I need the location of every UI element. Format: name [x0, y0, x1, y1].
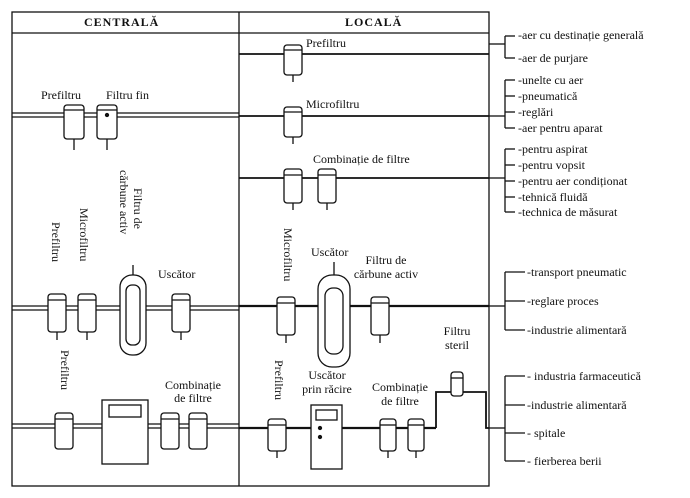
carbon-filter-icon — [370, 296, 390, 343]
local-sterile-filter-label-2: steril — [445, 338, 469, 352]
filter-icon — [283, 168, 303, 210]
local-carbon-filter-label-2: cărbune activ — [353, 267, 419, 281]
filter-icon — [407, 418, 425, 458]
local-combination-label: Combinație de filtre — [313, 152, 410, 166]
central-microfilter-label: Microfiltru — [77, 208, 91, 262]
local-prefilter-label: Prefiltru — [306, 36, 346, 50]
central-combination-label-1: Combinație — [165, 378, 221, 392]
central-fine-filter-label: Filtru fin — [106, 88, 150, 102]
refrigeration-dryer-icon — [310, 404, 343, 470]
local-prefilter-label: Prefiltru — [272, 360, 286, 400]
filter-icon — [47, 293, 67, 340]
carbon-filter-icon — [119, 265, 147, 356]
central-header: CENTRALĂ — [84, 15, 160, 29]
app-item: - spitale — [527, 426, 566, 440]
filter-icon — [276, 296, 296, 343]
local-combination-label-2: de filtre — [381, 394, 419, 408]
local-refrig-dryer-label-2: prin răcire — [302, 382, 352, 396]
app-item: -industrie alimentară — [527, 323, 627, 337]
local-dryer-label: Uscător — [311, 245, 349, 259]
app-item: -pentru aspirat — [518, 142, 588, 156]
filter-icon — [96, 104, 118, 150]
local-microfilter-label: Microfiltru — [306, 97, 360, 111]
filter-icon — [317, 168, 337, 210]
filter-icon — [283, 44, 303, 82]
app-item: -pentru aer condiționat — [518, 174, 628, 188]
diagram-frame — [11, 11, 490, 487]
local-sterile-filter-label-1: Filtru — [443, 324, 471, 338]
dryer-cabinet-icon — [101, 399, 149, 465]
app-item: - fierberea berii — [527, 454, 602, 468]
local-combination-label-1: Combinație — [372, 380, 428, 394]
app-item: -reglări — [518, 105, 554, 119]
local-header: LOCALĂ — [345, 15, 403, 29]
filter-icon — [63, 104, 85, 150]
filter-icon — [283, 106, 303, 144]
local-refrig-dryer-label-1: Uscător — [308, 368, 346, 382]
central-combination-label-2: de filtre — [174, 391, 212, 405]
filter-icon — [160, 412, 180, 450]
app-item: -aer cu destinație generală — [518, 28, 644, 42]
app-item: -pentru vopsit — [518, 158, 585, 172]
app-item: -aer de purjare — [518, 51, 588, 65]
filter-icon — [54, 412, 74, 450]
filter-icon — [379, 418, 397, 458]
app-item: - industria farmaceutică — [527, 369, 641, 383]
central-prefilter-label: Prefiltru — [41, 88, 81, 102]
app-item: -technica de măsurat — [518, 205, 618, 219]
dryer-icon — [317, 262, 351, 368]
app-item: -tehnică fluidă — [518, 190, 588, 204]
application-brackets — [489, 35, 525, 462]
local-microfilter-label: Microfiltru — [281, 228, 295, 282]
central-dryer-label: Uscător — [158, 267, 196, 281]
local-carbon-filter-label-1: Filtru de — [365, 253, 407, 267]
app-item: -unelte cu aer — [518, 73, 584, 87]
filter-icon — [188, 412, 208, 450]
central-prefilter-label: Prefiltru — [49, 222, 63, 262]
dryer-icon — [171, 293, 191, 340]
filter-units — [47, 44, 464, 470]
app-item: -industrie alimentară — [527, 398, 627, 412]
filter-icon — [267, 418, 287, 458]
central-prefilter-label: Prefiltru — [58, 350, 72, 390]
filter-icon — [77, 293, 97, 340]
app-item: -transport pneumatic — [527, 265, 627, 279]
app-item: -pneumatică — [518, 89, 578, 103]
central-carbon-filter-label-2: cărbune activ — [117, 170, 131, 235]
app-item: -aer pentru aparat — [518, 121, 603, 135]
sterile-filter-icon — [450, 371, 464, 397]
central-carbon-filter-label-1: Filtru de — [131, 188, 145, 229]
app-item: -reglare proces — [527, 294, 599, 308]
